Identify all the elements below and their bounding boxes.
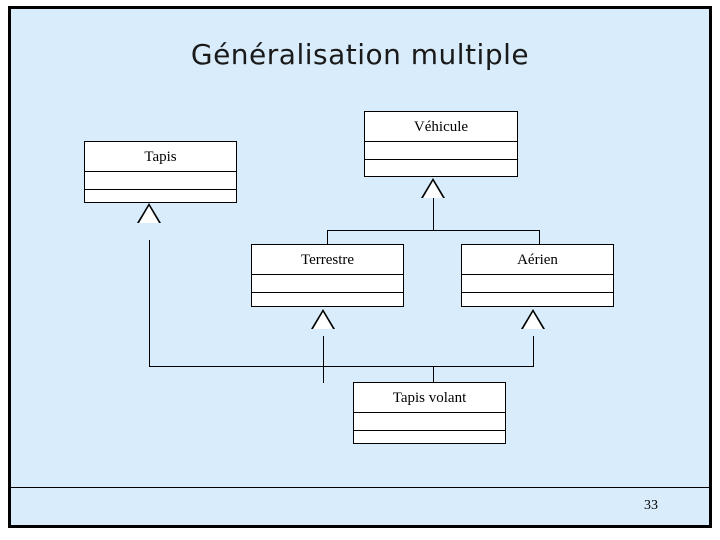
generalization-arrow-vehicule: [421, 178, 445, 198]
generalization-arrow-tapis: [137, 203, 161, 223]
generalization-arrow-terrestre: [311, 309, 335, 329]
class-attributes-tapis-volant: [354, 413, 505, 431]
class-operations-tapis: [85, 190, 236, 207]
class-box-tapis[interactable]: Tapis: [84, 141, 237, 203]
line-tapisvolant-bus-right: [433, 366, 534, 367]
class-name-vehicule: Véhicule: [365, 112, 517, 142]
footer-divider: [11, 487, 709, 488]
class-operations-terrestre: [252, 293, 403, 310]
class-attributes-tapis: [85, 172, 236, 190]
class-attributes-aerien: [462, 275, 613, 293]
triangle-fill: [523, 312, 543, 329]
line-aerien-down: [533, 336, 534, 366]
line-vehicule-bus: [327, 230, 540, 231]
class-operations-tapis-volant: [354, 431, 505, 448]
line-tapis-down: [149, 240, 150, 366]
line-terrestre-up: [327, 230, 328, 250]
class-name-aerien: Aérien: [462, 245, 613, 275]
triangle-fill: [423, 181, 443, 198]
line-tapisvolant-up: [433, 366, 434, 383]
line-tapisvolant-bus-left: [149, 366, 434, 367]
line-aerien-up: [539, 230, 540, 250]
page-number: 33: [644, 498, 658, 513]
generalization-arrow-aerien: [521, 309, 545, 329]
page-title: Généralisation multiple: [190, 38, 530, 71]
class-name-tapis-volant: Tapis volant: [354, 383, 505, 413]
class-box-tapis-volant[interactable]: Tapis volant: [353, 382, 506, 444]
class-name-tapis: Tapis: [85, 142, 236, 172]
class-name-terrestre: Terrestre: [252, 245, 403, 275]
class-box-vehicule[interactable]: Véhicule: [364, 111, 518, 177]
class-operations-aerien: [462, 293, 613, 310]
line-vehicule-down: [433, 198, 434, 230]
triangle-fill: [313, 312, 333, 329]
class-box-terrestre[interactable]: Terrestre: [251, 244, 404, 307]
class-attributes-terrestre: [252, 275, 403, 293]
class-operations-vehicule: [365, 160, 517, 177]
class-box-aerien[interactable]: Aérien: [461, 244, 614, 307]
line-tapisvolant-terrestre: [323, 336, 324, 383]
triangle-fill: [139, 206, 159, 223]
class-attributes-vehicule: [365, 142, 517, 160]
